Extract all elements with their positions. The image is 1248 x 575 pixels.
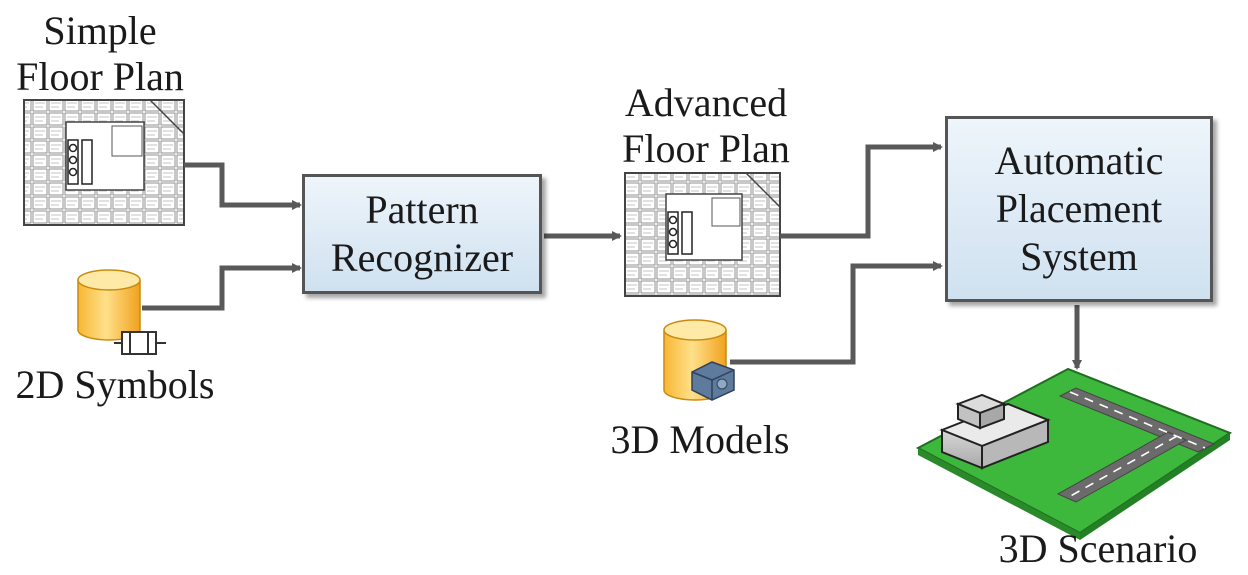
2d-symbols-database-icon xyxy=(77,269,166,355)
flow-arrows xyxy=(142,142,1082,370)
3d-scenario-label: 3D Scenario xyxy=(998,526,1198,571)
3d-models-database-icon xyxy=(663,319,735,401)
box-line: Recognizer xyxy=(330,235,514,280)
label-line: Advanced xyxy=(624,80,788,125)
arrow-models-to-placement xyxy=(730,261,943,365)
arrow-floorplan-to-recognizer xyxy=(184,162,302,210)
label-line: Floor Plan xyxy=(622,126,790,171)
box-line: Placement xyxy=(995,186,1163,231)
3d-model-icon xyxy=(691,361,735,401)
simple-floor-plan-icon xyxy=(23,99,185,226)
label-line: Simple xyxy=(43,8,157,53)
advanced-floor-plan-icon xyxy=(624,172,781,297)
advanced-floor-plan-label: Advanced Floor Plan xyxy=(596,80,816,172)
box-line: System xyxy=(1020,234,1138,279)
automatic-placement-system-box: Automatic Placement System xyxy=(945,116,1213,302)
box-line: Pattern xyxy=(365,187,479,232)
pattern-recognizer-box: Pattern Recognizer xyxy=(302,174,542,294)
2d-symbols-label: 2D Symbols xyxy=(15,362,215,407)
3d-scenario-icon xyxy=(915,367,1233,540)
3d-models-label: 3D Models xyxy=(610,417,790,462)
box-line: Automatic xyxy=(994,138,1164,183)
connector-icon xyxy=(114,331,166,355)
label-line: Floor Plan xyxy=(16,54,184,99)
arrow-advanced-to-placement xyxy=(780,142,943,239)
simple-floor-plan-label: Simple Floor Plan xyxy=(0,8,200,100)
arrow-symbols-to-recognizer xyxy=(142,263,302,311)
